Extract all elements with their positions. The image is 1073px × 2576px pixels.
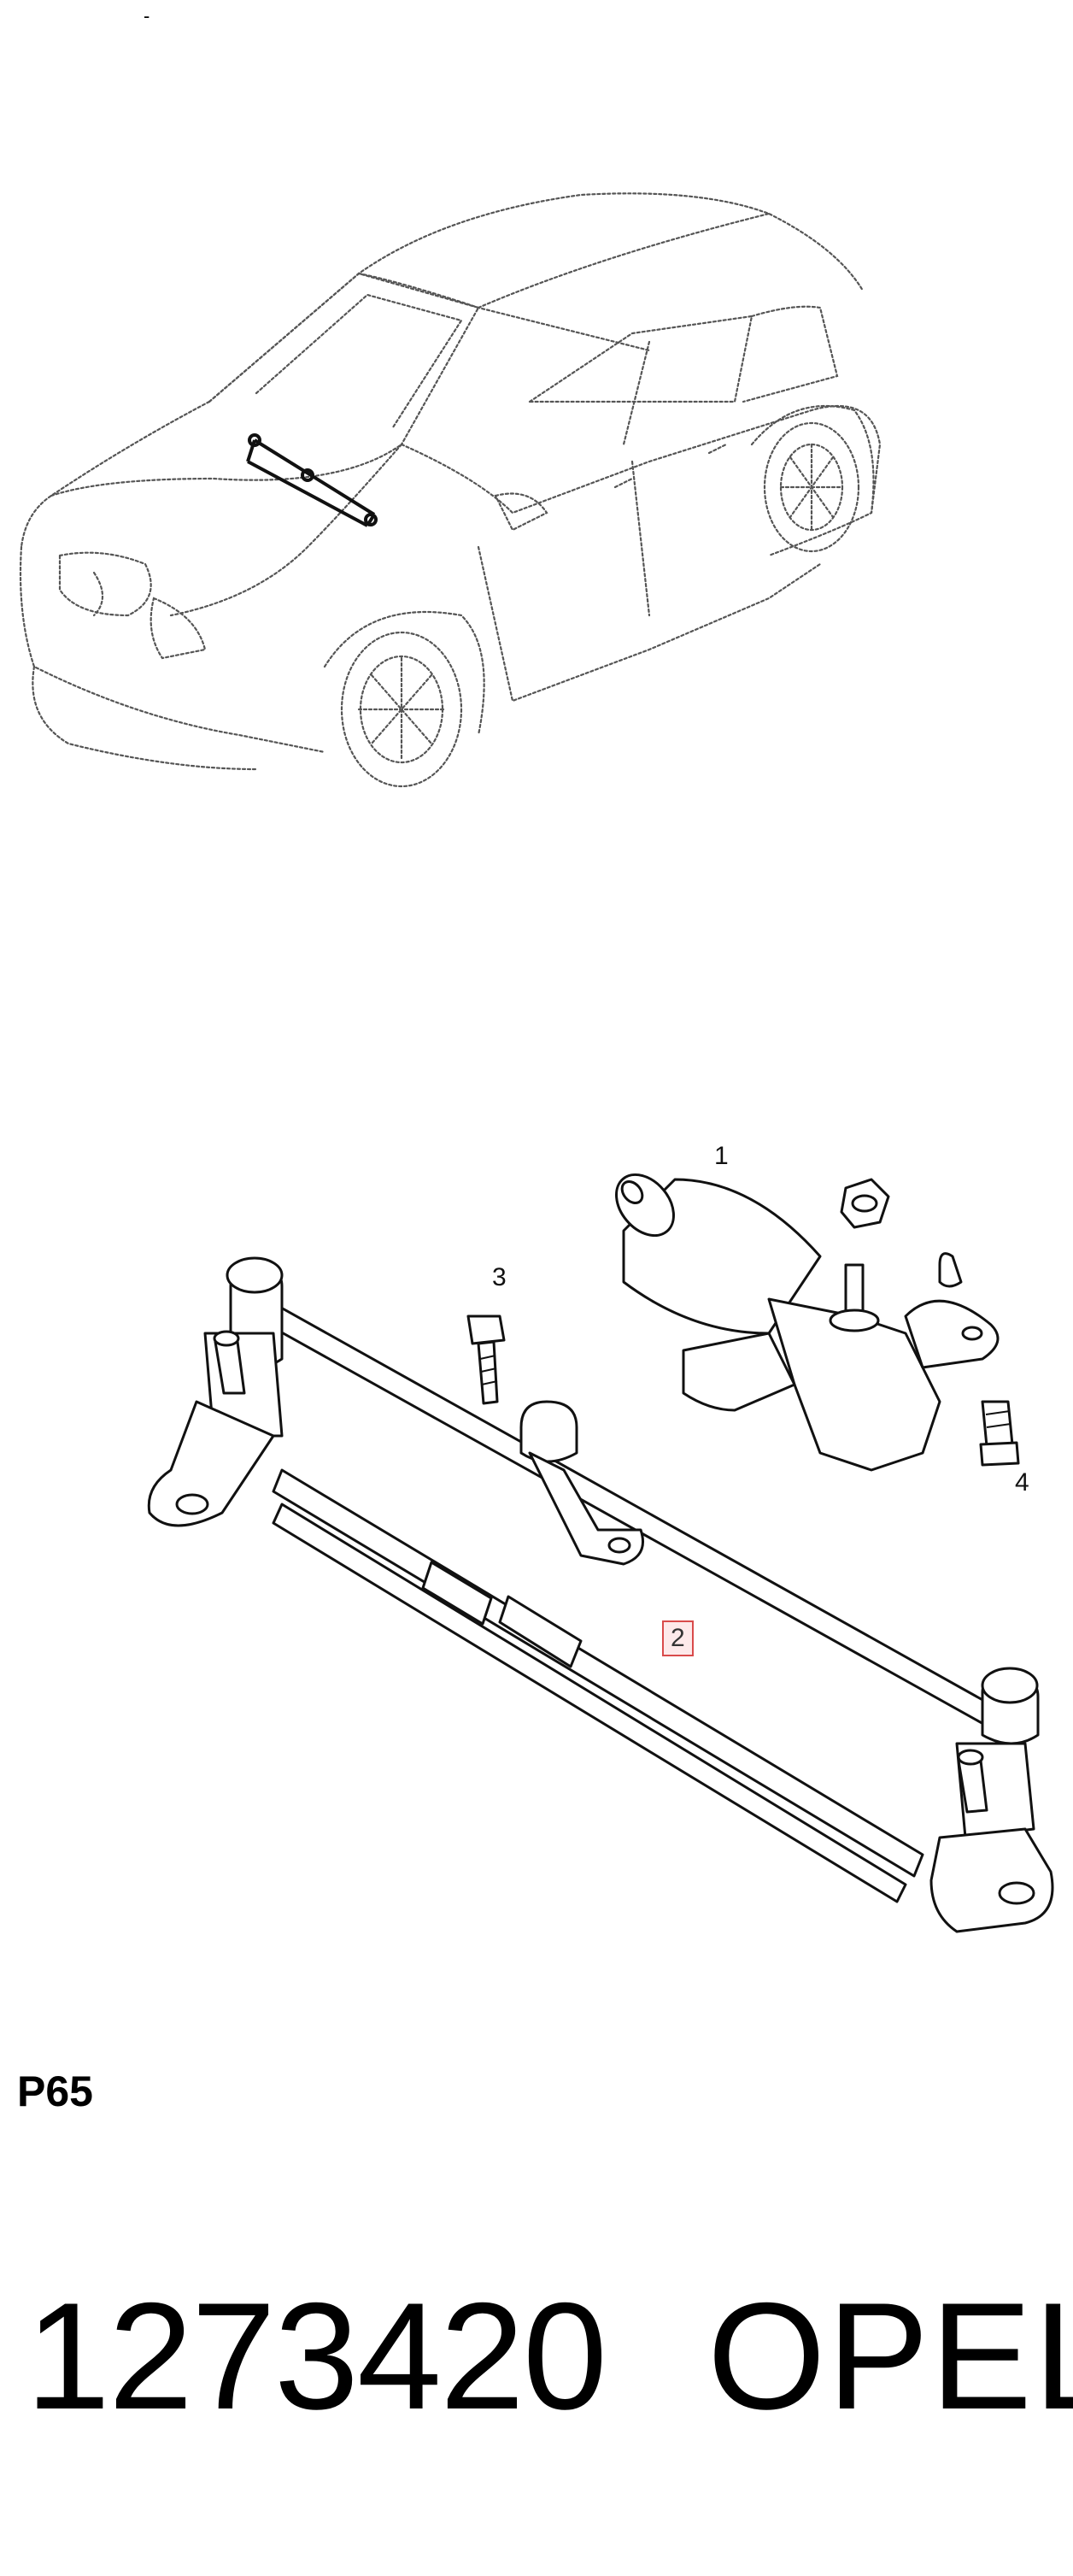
stray-mark: - (144, 5, 150, 26)
callout-2-highlighted[interactable]: 2 (662, 1620, 694, 1656)
wiper-linkage-diagram (147, 1173, 1054, 1933)
page-code: P65 (17, 2067, 93, 2115)
callout-3: 3 (492, 1263, 507, 1291)
part-number: 1273420 (26, 2271, 607, 2441)
callout-4: 4 (1015, 1468, 1029, 1497)
brand-name: OPEL (707, 2271, 1073, 2441)
car-overview-illustration (19, 192, 882, 788)
callout-1: 1 (714, 1142, 729, 1170)
